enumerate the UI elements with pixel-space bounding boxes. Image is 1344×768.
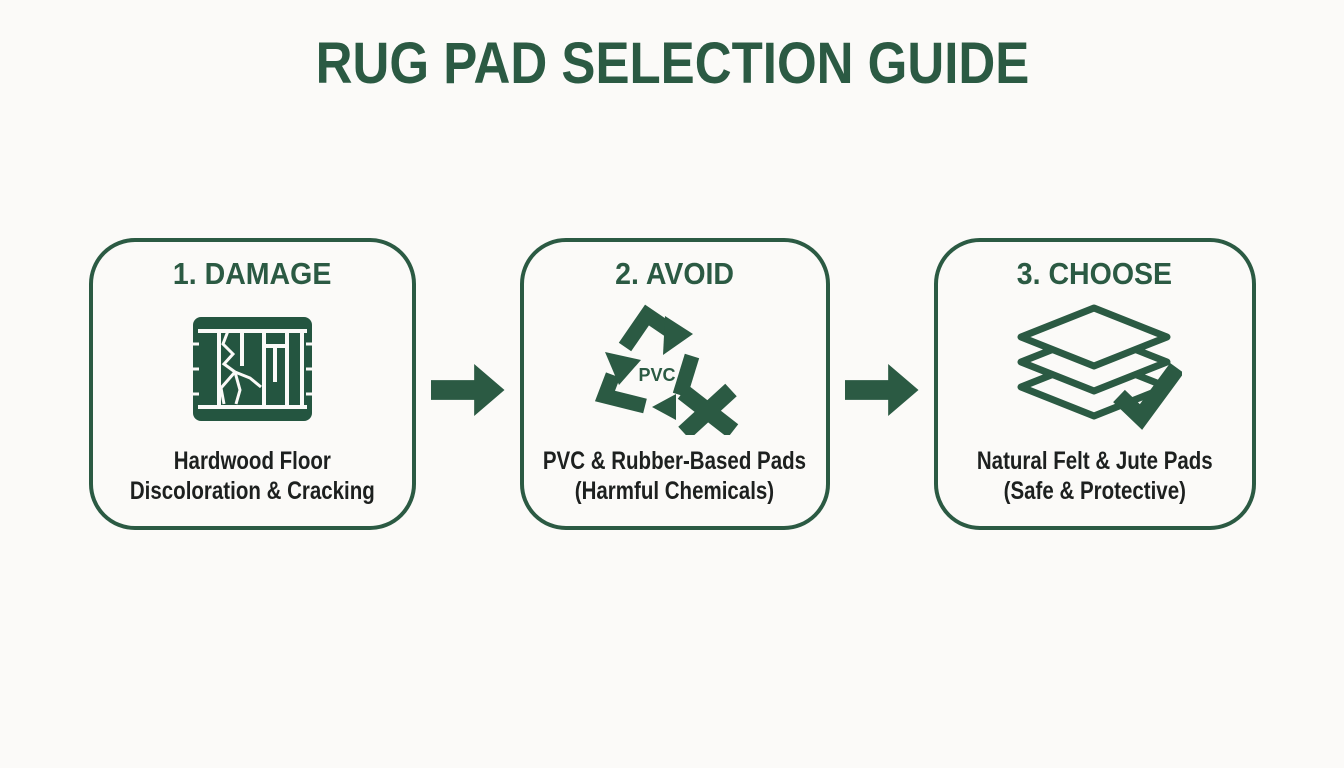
header: RUG PAD SELECTION GUIDE	[0, 30, 1344, 97]
caption-line-2: (Harmful Chemicals)	[574, 477, 775, 505]
pvc-recycle-rejected-icon: PVC	[594, 304, 738, 435]
step-card-damage: 1. DAMAGE	[88, 238, 416, 530]
step-heading: 1. DAMAGE	[172, 256, 332, 291]
cracked-hardwood-floor-icon	[192, 317, 312, 421]
icon-box	[938, 292, 1252, 446]
right-arrow-icon	[430, 364, 505, 416]
flow-connector	[416, 238, 520, 530]
step-card-avoid: 2. AVOID PVC PV	[519, 238, 830, 530]
flow-connector	[830, 238, 934, 530]
caption-line-1: Hardwood Floor	[173, 447, 331, 475]
step-caption: PVC & Rubber-Based Pads (Harmful Chemica…	[543, 446, 806, 506]
step-card-choose: 3. CHOOSE Natural Felt & Jute Pads (Safe…	[933, 238, 1256, 530]
caption-line-2: (Safe & Protective)	[1003, 477, 1186, 505]
selection-guide-flow: 1. DAMAGE	[0, 238, 1344, 530]
step-heading: 3. CHOOSE	[1016, 256, 1173, 291]
page-title: RUG PAD SELECTION GUIDE	[315, 31, 1029, 96]
caption-line-2: Discoloration & Cracking	[129, 477, 375, 505]
pvc-label: PVC	[638, 365, 675, 385]
icon-box: PVC	[524, 292, 826, 446]
caption-line-1: PVC & Rubber-Based Pads	[542, 447, 807, 475]
step-heading: 2. AVOID	[615, 256, 734, 291]
stacked-pads-check-icon	[1017, 304, 1182, 430]
icon-box	[93, 292, 412, 446]
step-caption: Hardwood Floor Discoloration & Cracking	[130, 446, 375, 506]
right-arrow-icon	[844, 364, 919, 416]
caption-line-1: Natural Felt & Jute Pads	[976, 447, 1213, 475]
step-caption: Natural Felt & Jute Pads (Safe & Protect…	[977, 446, 1213, 506]
